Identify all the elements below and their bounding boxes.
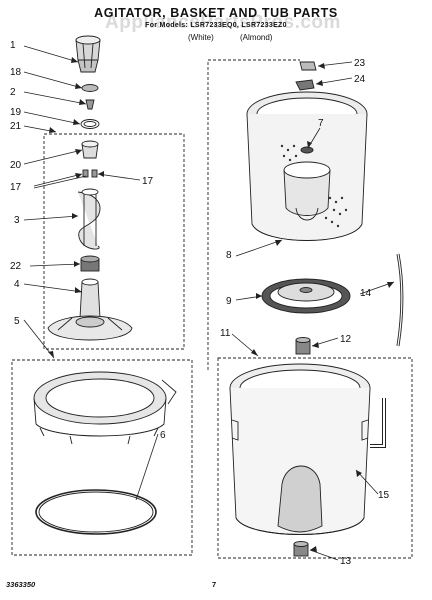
outer-tub-part <box>229 363 371 535</box>
watermark: AppliancePartsPros.com <box>105 12 341 33</box>
callout-11: 11 <box>220 328 231 339</box>
diagram-title: AGITATOR, BASKET AND TUB PARTS <box>94 6 338 20</box>
callout-3: 3 <box>14 215 20 226</box>
callout-2: 2 <box>10 87 16 98</box>
callout-7: 7 <box>318 118 324 129</box>
cam-ring-part <box>80 255 100 272</box>
wash-basket-part <box>246 91 368 241</box>
callout-21: 21 <box>10 121 22 132</box>
tab-part-24 <box>295 79 315 91</box>
callout-13: 13 <box>340 556 352 567</box>
callout-17-right: 17 <box>142 176 154 187</box>
drive-hub-ring-part <box>261 278 351 314</box>
color-white: (White) <box>188 33 214 42</box>
leader-arrowheads <box>48 57 394 552</box>
seal-ring-part <box>80 119 100 129</box>
callout-17-left: 17 <box>10 182 22 193</box>
model-line: For Models: LSR7233EQ0, LSR7233EZ0 <box>145 22 287 29</box>
callout-12: 12 <box>340 334 352 345</box>
callout-4: 4 <box>14 279 20 290</box>
o-ring-part <box>81 84 99 92</box>
basket-ring-group-box <box>11 359 193 556</box>
footer-page-number: 7 <box>212 580 217 589</box>
callout-24: 24 <box>354 74 366 85</box>
footer-part-number: 3363350 <box>6 580 36 589</box>
callout-20: 20 <box>10 160 22 171</box>
callout-19: 19 <box>10 107 22 118</box>
agitator-cap-part <box>75 35 101 73</box>
tub-group-box <box>217 357 413 559</box>
callout-18: 18 <box>10 67 22 78</box>
balance-ring-part <box>33 371 177 445</box>
agitator-base-part <box>47 278 133 341</box>
agitator-group-box <box>43 133 185 350</box>
auger-part <box>77 188 101 250</box>
basket-perforations <box>280 144 348 228</box>
tub-drain-pipe-part <box>370 398 386 448</box>
callout-23: 23 <box>354 58 366 69</box>
coupler-part <box>81 140 99 159</box>
cam-part <box>85 99 95 110</box>
callout-8: 8 <box>226 250 232 261</box>
callout-6: 6 <box>160 430 166 441</box>
color-almond: (Almond) <box>240 33 273 42</box>
hub-nut-part <box>295 337 311 355</box>
snap-ring-part <box>35 489 157 535</box>
agitator-dogs-part <box>82 169 98 178</box>
tub-nut-part <box>293 541 309 557</box>
callout-9: 9 <box>226 296 232 307</box>
callout-15: 15 <box>378 490 390 501</box>
connector-line <box>207 59 300 370</box>
callout-1: 1 <box>10 40 16 51</box>
callout-5: 5 <box>14 316 20 327</box>
tab-part-23 <box>299 61 317 71</box>
callout-22: 22 <box>10 261 22 272</box>
callout-14: 14 <box>360 288 372 299</box>
